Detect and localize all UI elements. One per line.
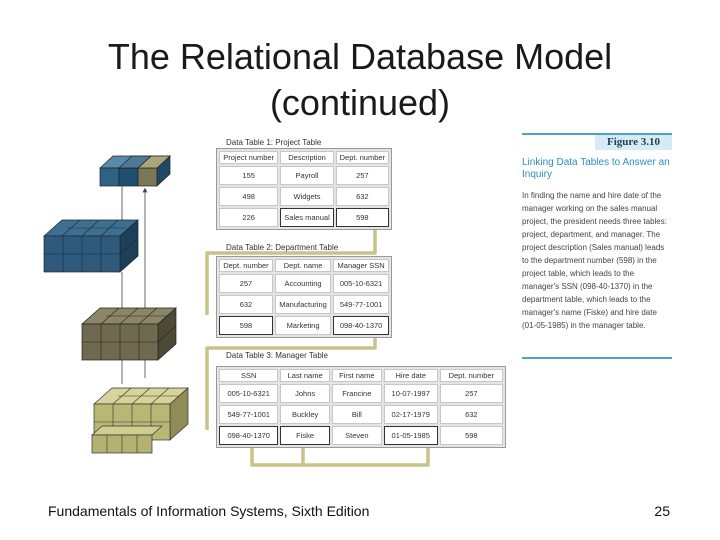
table-row: 498 Widgets 632 [219,187,389,206]
table-row: 549-77-1001 Buckley Bill 02-17-1979 632 [219,405,503,424]
table-cell: Francine [331,384,382,403]
highlighted-cell: 598 [219,316,273,335]
column-header: Description [280,151,334,164]
table-cell: 10-07-1997 [383,384,438,403]
highlighted-cell: 098-40-1370 [333,316,389,335]
table-row: 226 Sales manual 598 [219,208,389,227]
table-row: 257 Accounting 005-10-6321 [219,274,389,293]
manager-table: SSN Last name First name Hire date Dept.… [216,366,506,448]
table-cell: 632 [439,405,503,424]
table-cell: Widgets [280,187,334,206]
table-cell: 498 [219,187,279,206]
column-header: Dept. number [335,151,389,164]
table-cell: 549-77-1001 [333,295,389,314]
table-cell: Steven [331,426,382,445]
column-header: Last name [280,369,330,382]
table-cell: 632 [335,187,389,206]
highlighted-cell: 098-40-1370 [219,426,279,445]
department-cube-block [43,219,139,273]
highlighted-cell: 598 [335,208,389,227]
table-cell: Johns [280,384,330,403]
column-header: Project number [219,151,279,164]
figure-top-rule [522,133,672,135]
table-cell: 005-10-6321 [219,384,279,403]
column-header: Dept. number [439,369,503,382]
highlighted-cell: 01-05-1985 [383,426,438,445]
table-cell: 155 [219,166,279,185]
highlighted-cell: Fiske [280,426,330,445]
table-cell: 02-17-1979 [383,405,438,424]
figure-label: Figure 3.10 [595,135,672,150]
table-cell: Accounting [274,274,332,293]
table-cell: Payroll [280,166,334,185]
title-line-1: The Relational Database Model [107,36,613,77]
column-header: First name [331,369,382,382]
table-cell: 598 [439,426,503,445]
figure-bottom-rule [522,357,672,359]
field-cube-block [91,387,189,454]
link-manager-return [250,443,430,467]
column-header: Dept. number [219,259,273,272]
page-number: 25 [654,503,670,519]
table-cell: 549-77-1001 [219,405,279,424]
slide-title: The Relational Database Model (continued… [40,34,680,126]
column-header: Dept. name [274,259,332,272]
table-row: 632 Manufacturing 549-77-1001 [219,295,389,314]
project-table-caption: Data Table 1: Project Table [226,138,322,147]
table-cell: Marketing [274,316,332,335]
table-row: 155 Payroll 257 [219,166,389,185]
figure-heading: Linking Data Tables to Answer an Inquiry [522,157,670,180]
column-header: SSN [219,369,279,382]
manager-table-caption: Data Table 3: Manager Table [226,351,328,360]
title-line-2: (continued) [269,82,451,123]
highlighted-cell: Sales manual [280,208,334,227]
table-row: 098-40-1370 Fiske Steven 01-05-1985 598 [219,426,503,445]
link-project-to-department [205,230,377,315]
department-table: Dept. number Dept. name Manager SSN 257 … [216,256,392,338]
table-cell: Bill [331,405,382,424]
figure-caption-panel: Figure 3.10 Linking Data Tables to Answe… [522,133,672,363]
table-cell: 632 [219,295,273,314]
table-cell: 257 [439,384,503,403]
table-cell: 257 [219,274,273,293]
table-row: 598 Marketing 098-40-1370 [219,316,389,335]
column-header: Manager SSN [333,259,389,272]
table-cell: Manufacturing [274,295,332,314]
column-header: Hire date [383,369,438,382]
manager-cube-block [81,307,177,361]
table-cell: 226 [219,208,279,227]
department-table-caption: Data Table 2: Department Table [226,243,339,252]
project-table: Project number Description Dept. number … [216,148,392,230]
figure-description: In finding the name and hire date of the… [522,191,667,330]
table-row: 005-10-6321 Johns Francine 10-07-1997 25… [219,384,503,403]
project-cube-block [99,155,171,187]
database-cubes-illustration [43,155,189,454]
table-cell: 005-10-6321 [333,274,389,293]
slide-footer: Fundamentals of Information Systems, Six… [48,503,370,519]
table-cell: 257 [335,166,389,185]
table-cell: Buckley [280,405,330,424]
